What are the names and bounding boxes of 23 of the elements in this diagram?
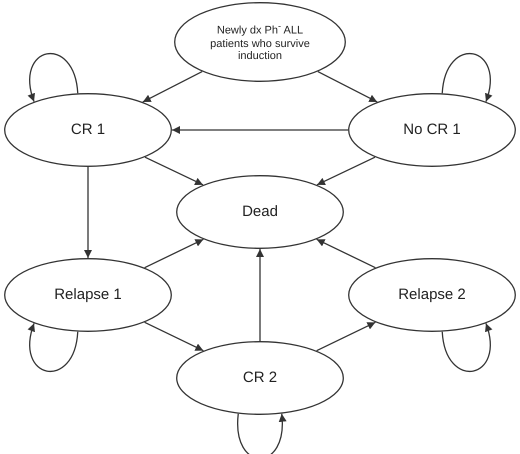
arrow [84, 167, 92, 258]
self-loop-arrow [442, 323, 492, 372]
self-loop-arrow [442, 53, 492, 102]
arrow [256, 249, 264, 341]
state-label: CR 1 [70, 121, 106, 139]
arrow [144, 238, 204, 268]
self-loop-arrow [28, 323, 78, 372]
state-label: Relapse 2 [398, 286, 466, 304]
arrow [316, 156, 376, 186]
state-label: Dead [242, 203, 278, 221]
arrow [144, 322, 204, 352]
arrow [142, 71, 202, 103]
arrow [172, 126, 348, 134]
arrow [316, 322, 376, 352]
state-label: CR 2 [242, 369, 278, 387]
state-label: No CR 1 [403, 121, 461, 139]
self-loop-arrow [28, 53, 78, 102]
arrow [318, 71, 378, 103]
arrow [316, 238, 376, 268]
arrow [144, 156, 204, 186]
state-label: Relapse 1 [54, 286, 122, 304]
self-loop-arrow [237, 414, 286, 454]
state-label: Newly dx Ph$^{-}$ ALL patients who survive induction [209, 21, 311, 63]
